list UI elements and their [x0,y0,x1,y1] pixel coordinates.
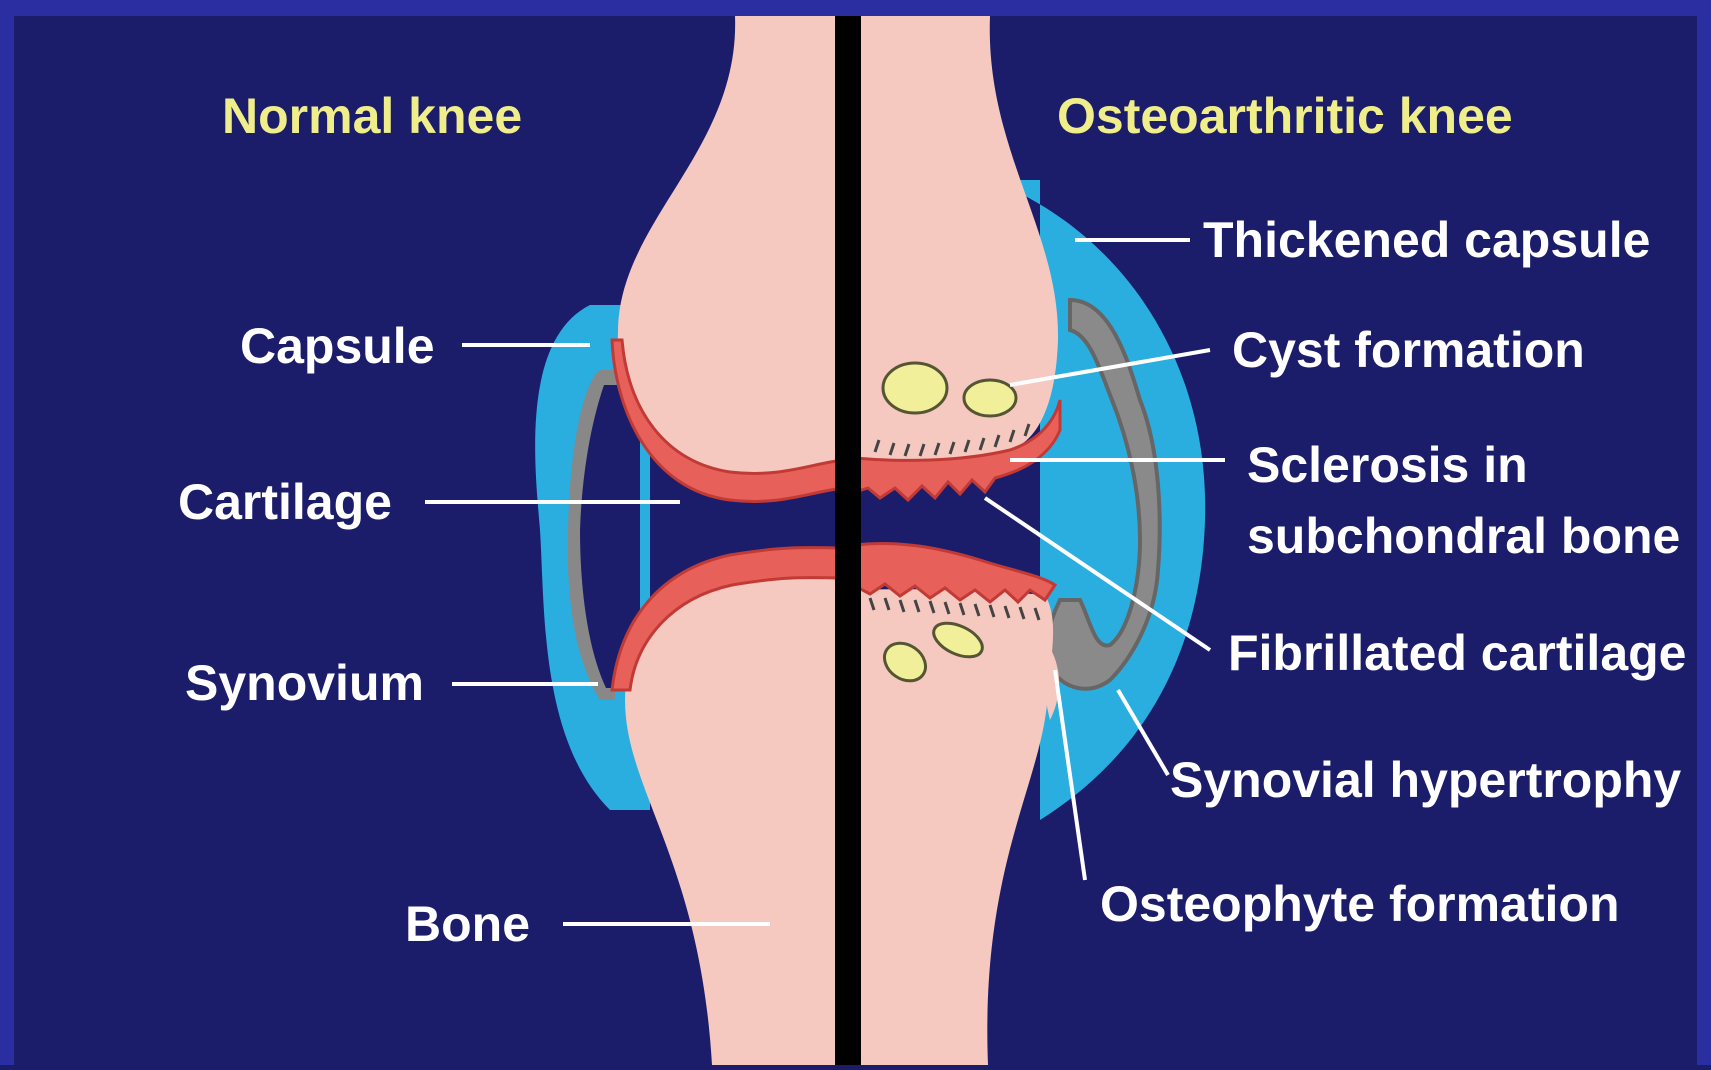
center-divider [835,16,861,1065]
oa-cyst-1 [883,363,947,413]
label-thickened-capsule: Thickened capsule [1203,212,1650,268]
label-cyst-formation: Cyst formation [1232,322,1585,378]
label-sclerosis-line2: subchondral bone [1247,508,1680,564]
title-normal-knee: Normal knee [222,88,522,144]
label-bone: Bone [405,896,530,952]
label-capsule: Capsule [240,318,435,374]
label-osteophyte-formation: Osteophyte formation [1100,876,1619,932]
label-synovial-hypertrophy: Synovial hypertrophy [1170,752,1681,808]
label-fibrillated-cartilage: Fibrillated cartilage [1228,625,1686,681]
title-osteoarthritic-knee: Osteoarthritic knee [1057,88,1513,144]
oa-cyst-2 [964,380,1016,416]
label-cartilage: Cartilage [178,474,392,530]
label-synovium: Synovium [185,655,424,711]
label-sclerosis-line1: Sclerosis in [1247,437,1528,493]
